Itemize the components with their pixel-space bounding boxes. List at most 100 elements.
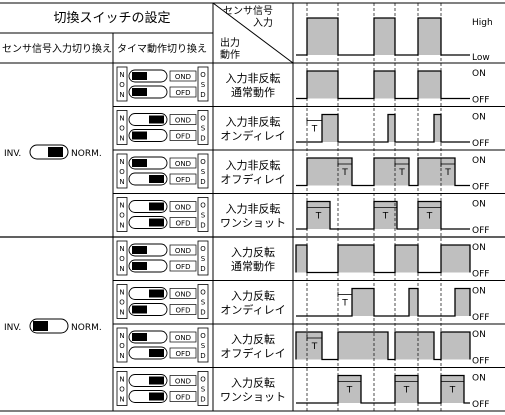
switch-non-letter: N (119, 289, 124, 297)
mode-label-line-1: 入力反転 (231, 289, 275, 302)
table-title: 切換スイッチの設定 (53, 10, 170, 26)
output-level-labels-8: ON OFF (472, 374, 489, 411)
delay-time-label: T (341, 299, 348, 309)
switch-non-letter: N (119, 376, 124, 384)
output-waveform-1 (296, 70, 470, 100)
column-header-sensor: センサ信号入力切り換え (2, 42, 112, 55)
level-on-label: ON (472, 330, 486, 340)
mode-label-line-2: オフディレイ (220, 346, 285, 360)
switch-osd-letter: D (200, 178, 205, 186)
switch-ond-label: OND (175, 204, 191, 212)
delay-time-label: T (398, 168, 405, 178)
diagonal-header-bottom-1: 出力 (220, 36, 240, 49)
mode-label-line-1: 入力非反転 (226, 72, 281, 85)
switch-ofd-label: OFD (176, 176, 191, 184)
delay-time-label: T (346, 386, 353, 396)
mode-label-line-2: オフディレイ (220, 172, 285, 186)
switch-non-letter: N (119, 158, 124, 166)
switch-osd-letter: S (201, 168, 206, 176)
output-waveform-2: T (296, 113, 470, 143)
mode-label-line-2: ワンショット (220, 390, 286, 403)
diagonal-header-top-1: センサ信号 (223, 5, 273, 17)
output-waveform-7: T (295, 331, 471, 361)
switch-osd-letter: D (200, 309, 205, 317)
level-off-label: OFF (472, 400, 489, 410)
switch-non-letter: N (119, 71, 124, 79)
diagonal-header-bottom-2: 動作 (220, 48, 240, 61)
level-on-label: ON (472, 200, 486, 210)
output-level-labels-1: ON OFF (472, 69, 489, 106)
switch-ofd-label: OFD (176, 89, 191, 97)
sensor-input-switch-1[interactable]: INV. NORM. (4, 144, 102, 160)
switch-norm-label: NORM. (71, 149, 102, 159)
output-level-labels-3: ON OFF (472, 156, 489, 193)
switch-non-letter: N (119, 135, 124, 143)
delay-time-label: T (444, 168, 451, 178)
output-waveform-5 (295, 244, 471, 274)
switch-ofd-label: OFD (176, 394, 191, 402)
switch-osd-letter: D (200, 265, 205, 273)
switch-non-letter: O (119, 342, 125, 350)
switch-non-letter: N (119, 265, 124, 273)
level-off-label: OFF (472, 183, 489, 193)
switch-osd-letter: S (201, 255, 206, 263)
switch-osd-letter: D (200, 91, 205, 99)
delay-time-label: T (311, 125, 318, 135)
mode-label-line-2: 通常動作 (231, 259, 275, 273)
switch-osd-letter: O (200, 245, 206, 253)
switch-osd-letter: O (200, 71, 206, 79)
switch-osd-letter: O (200, 289, 206, 297)
level-off-label: OFF (472, 270, 489, 280)
switch-inv-label: INV. (4, 323, 21, 333)
output-waveform-6: T (296, 287, 471, 317)
mode-label-line-2: オンディレイ (220, 128, 285, 142)
mode-label-line-1: 入力反転 (231, 246, 275, 259)
delay-time-label: T (311, 342, 318, 352)
switch-non-letter: N (119, 222, 124, 230)
switch-ond-label: OND (175, 73, 191, 81)
switch-inv-label: INV. (4, 149, 21, 159)
level-on-label: ON (472, 374, 486, 384)
switch-osd-letter: S (201, 299, 206, 307)
switch-ofd-label: OFD (176, 220, 191, 228)
level-on-label: ON (472, 69, 486, 79)
switch-non-letter: O (119, 81, 125, 89)
switch-osd-letter: S (201, 212, 206, 220)
switch-ofd-label: OFD (176, 263, 191, 271)
mode-label-line-2: 通常動作 (231, 85, 275, 99)
level-off-label: OFF (472, 96, 489, 106)
switch-osd-letter: S (201, 81, 206, 89)
switch-non-letter: O (119, 255, 125, 263)
sensor-input-switch-2[interactable]: INV.NORM. (4, 318, 102, 334)
column-header-timer: タイマ動作切り換え (117, 42, 207, 55)
level-on-label: ON (472, 156, 486, 166)
switch-non-letter: O (119, 299, 125, 307)
mode-label-line-1: 入力非反転 (226, 159, 281, 172)
switch-osd-letter: O (200, 376, 206, 384)
switch-ond-label: OND (175, 291, 191, 299)
level-high-label: High (472, 18, 493, 28)
switch-osd-letter: S (201, 342, 206, 350)
switch-non-letter: N (119, 396, 124, 404)
level-on-label: ON (472, 113, 486, 123)
